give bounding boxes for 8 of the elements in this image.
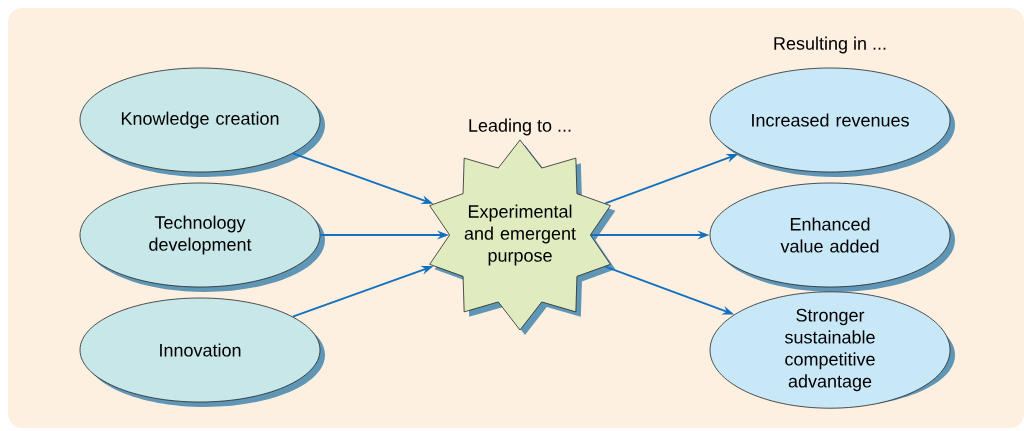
heading: Leading to ... bbox=[469, 118, 571, 136]
ellipse-node: Technology development bbox=[79, 182, 325, 292]
ellipse-node: Knowledge creation bbox=[79, 67, 325, 177]
ellipse-node: Stronger sustainable competitive advantage bbox=[709, 291, 955, 409]
ellipse-node: Innovation bbox=[79, 297, 325, 407]
ellipse-node: Enhanced value added bbox=[709, 182, 955, 292]
ellipse-node: Increased revenues bbox=[709, 67, 955, 177]
heading: Resulting in ... bbox=[774, 36, 886, 54]
